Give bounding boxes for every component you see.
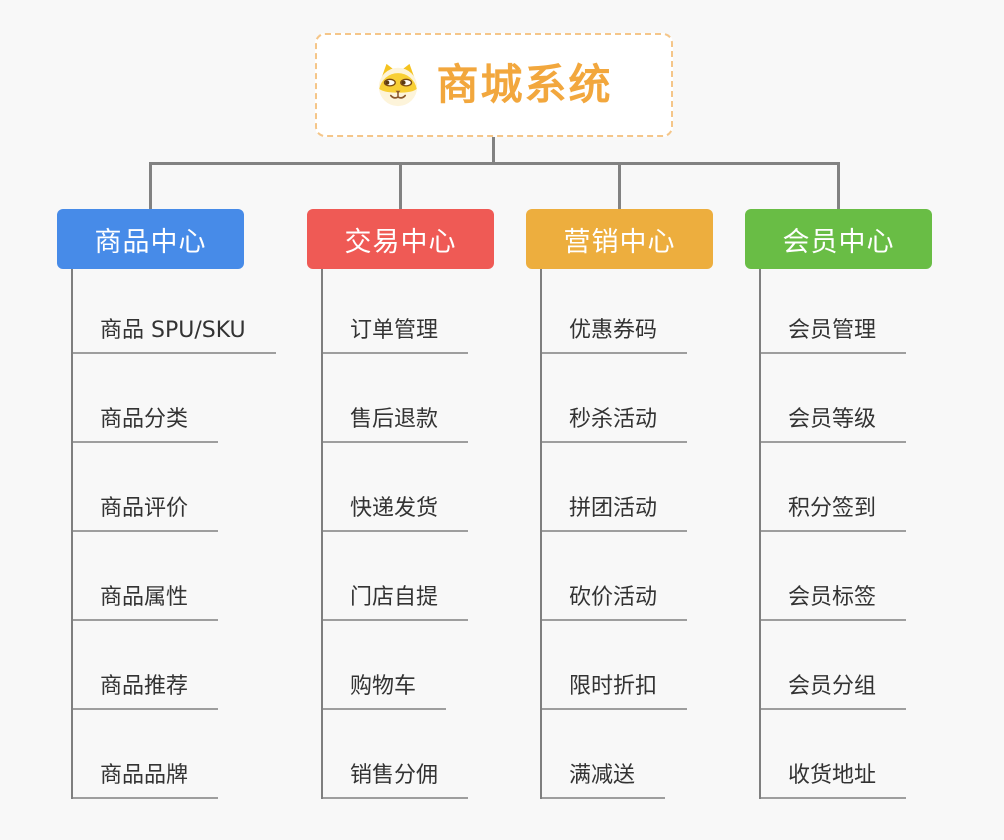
leaf-node[interactable]: 会员管理 bbox=[761, 320, 907, 354]
leaf-node[interactable]: 优惠券码 bbox=[542, 320, 688, 354]
branch-children-column-product: 商品 SPU/SKU 商品分类 商品评价 商品属性 商品推荐 商品品牌 bbox=[71, 269, 308, 799]
root-title: 商城系统 bbox=[436, 60, 613, 109]
leaf-node[interactable]: 满减送 bbox=[542, 765, 666, 799]
leaf-node[interactable]: 会员标签 bbox=[761, 587, 907, 621]
connector-root-drop bbox=[492, 135, 495, 164]
branch-children-column-marketing: 优惠券码 秒杀活动 拼团活动 砍价活动 限时折扣 满减送 bbox=[540, 269, 777, 799]
connector-branch-drop bbox=[837, 162, 840, 210]
leaf-node[interactable]: 秒杀活动 bbox=[542, 409, 688, 443]
leaf-row: 售后退款 bbox=[323, 354, 558, 443]
leaf-node[interactable]: 限时折扣 bbox=[542, 676, 688, 710]
leaf-row: 积分签到 bbox=[761, 443, 996, 532]
leaf-node[interactable]: 售后退款 bbox=[323, 409, 469, 443]
leaf-node[interactable]: 会员等级 bbox=[761, 409, 907, 443]
leaf-row: 砍价活动 bbox=[542, 532, 777, 621]
leaf-row: 会员管理 bbox=[761, 269, 996, 354]
leaf-row: 商品分类 bbox=[73, 354, 308, 443]
root-node[interactable]: 商城系统 bbox=[315, 33, 673, 137]
leaf-node[interactable]: 门店自提 bbox=[323, 587, 469, 621]
branch-node-member-center[interactable]: 会员中心 bbox=[745, 209, 932, 269]
leaf-row: 秒杀活动 bbox=[542, 354, 777, 443]
connector-branch-drop bbox=[149, 162, 152, 210]
branch-children-column-trade: 订单管理 售后退款 快递发货 门店自提 购物车 销售分佣 bbox=[321, 269, 558, 799]
leaf-node[interactable]: 商品属性 bbox=[73, 587, 219, 621]
leaf-row: 销售分佣 bbox=[323, 710, 558, 799]
branch-node-marketing-center[interactable]: 营销中心 bbox=[526, 209, 713, 269]
connector-branch-drop bbox=[618, 162, 621, 210]
leaf-node[interactable]: 订单管理 bbox=[323, 320, 469, 354]
leaf-row: 门店自提 bbox=[323, 532, 558, 621]
leaf-row: 拼团活动 bbox=[542, 443, 777, 532]
leaf-row: 收货地址 bbox=[761, 710, 996, 799]
leaf-row: 快递发货 bbox=[323, 443, 558, 532]
leaf-row: 优惠券码 bbox=[542, 269, 777, 354]
branch-node-trade-center[interactable]: 交易中心 bbox=[307, 209, 494, 269]
leaf-row: 限时折扣 bbox=[542, 621, 777, 710]
leaf-node[interactable]: 会员分组 bbox=[761, 676, 907, 710]
leaf-node[interactable]: 购物车 bbox=[323, 676, 447, 710]
leaf-node[interactable]: 砍价活动 bbox=[542, 587, 688, 621]
connector-branch-drop bbox=[399, 162, 402, 210]
connector-bus bbox=[149, 162, 840, 165]
leaf-node[interactable]: 商品品牌 bbox=[73, 765, 219, 799]
branch-node-product-center[interactable]: 商品中心 bbox=[57, 209, 244, 269]
leaf-row: 商品属性 bbox=[73, 532, 308, 621]
leaf-node[interactable]: 商品 SPU/SKU bbox=[73, 320, 276, 354]
leaf-row: 会员等级 bbox=[761, 354, 996, 443]
leaf-row: 会员分组 bbox=[761, 621, 996, 710]
leaf-row: 商品品牌 bbox=[73, 710, 308, 799]
shiba-dog-icon bbox=[379, 63, 418, 107]
leaf-row: 商品 SPU/SKU bbox=[73, 269, 308, 354]
leaf-node[interactable]: 商品分类 bbox=[73, 409, 219, 443]
leaf-row: 商品评价 bbox=[73, 443, 308, 532]
leaf-node[interactable]: 快递发货 bbox=[323, 498, 469, 532]
leaf-row: 订单管理 bbox=[323, 269, 558, 354]
branch-children-column-member: 会员管理 会员等级 积分签到 会员标签 会员分组 收货地址 bbox=[759, 269, 996, 799]
leaf-node[interactable]: 销售分佣 bbox=[323, 765, 469, 799]
leaf-node[interactable]: 拼团活动 bbox=[542, 498, 688, 532]
leaf-node[interactable]: 商品评价 bbox=[73, 498, 219, 532]
leaf-row: 购物车 bbox=[323, 621, 558, 710]
leaf-row: 会员标签 bbox=[761, 532, 996, 621]
leaf-node[interactable]: 商品推荐 bbox=[73, 676, 219, 710]
leaf-node[interactable]: 收货地址 bbox=[761, 765, 907, 799]
leaf-node[interactable]: 积分签到 bbox=[761, 498, 907, 532]
leaf-row: 商品推荐 bbox=[73, 621, 308, 710]
leaf-row: 满减送 bbox=[542, 710, 777, 799]
